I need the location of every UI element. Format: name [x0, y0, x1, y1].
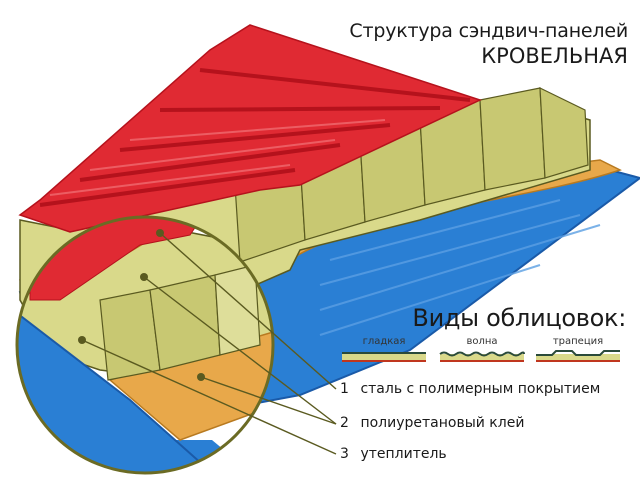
legend-item-adhesive: 2 полиуретановый клей	[340, 415, 525, 431]
legend-item-insulation: 3 утеплитель	[340, 446, 447, 462]
legend-item-steel: 1 сталь с полимерным покрытием	[340, 381, 601, 397]
facing-label: волна	[466, 336, 498, 347]
trapezoid-profile-icon	[536, 350, 620, 362]
diagram-title: Структура сэндвич-панелей	[349, 20, 628, 42]
flat-profile-icon	[342, 352, 426, 362]
diagram-subtitle: КРОВЕЛЬНАЯ	[481, 44, 628, 68]
facings-heading: Виды облицовок:	[412, 304, 626, 332]
magnified-detail	[15, 215, 337, 475]
wave-profile-icon	[439, 351, 525, 362]
facing-trapezoid: трапеция	[534, 336, 622, 364]
facing-label: гладкая	[362, 336, 406, 347]
facing-wave: волна	[438, 336, 526, 364]
facing-label: трапеция	[552, 336, 604, 347]
facing-smooth: гладкая	[340, 336, 428, 364]
